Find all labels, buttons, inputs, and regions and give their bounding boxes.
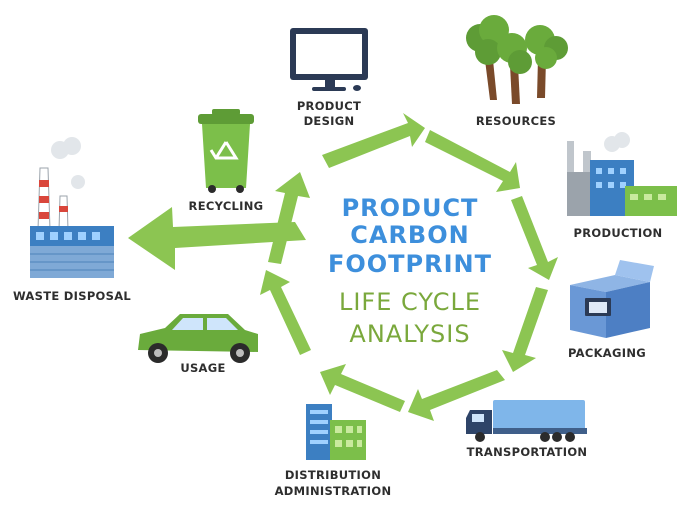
stage-product-design-label-1: PRODUCT xyxy=(297,99,361,113)
center-subtitle: LIFE CYCLE ANALYSIS xyxy=(339,288,481,348)
arrow-usage-to-recycling xyxy=(260,270,311,355)
stage-usage: USAGE xyxy=(138,314,258,375)
center-title-line-3: FOOTPRINT xyxy=(328,250,492,278)
recycling-bin-icon xyxy=(198,109,254,193)
arrow-to-waste-disposal xyxy=(128,207,306,270)
arrow-recycling-to-design xyxy=(268,172,310,264)
stage-resources-label: RESOURCES xyxy=(476,114,556,128)
center-title-line-2: CARBON xyxy=(350,221,469,249)
factory-icon xyxy=(567,132,677,216)
stage-recycling-label: RECYCLING xyxy=(189,199,264,213)
stage-transportation-label: TRANSPORTATION xyxy=(467,445,588,459)
stage-waste-disposal-label: WASTE DISPOSAL xyxy=(13,289,131,303)
computer-monitor-icon xyxy=(290,28,368,91)
stage-transportation: TRANSPORTATION xyxy=(466,400,587,459)
arrow-resources-to-production xyxy=(425,130,520,192)
trees-icon xyxy=(466,15,568,104)
stage-waste-disposal: WASTE DISPOSAL xyxy=(13,137,131,303)
box-icon xyxy=(570,260,654,338)
stage-production-label: PRODUCTION xyxy=(574,226,663,240)
arrow-transportation-to-distribution xyxy=(408,370,505,421)
stage-distribution-label-2: ADMINISTRATION xyxy=(275,484,392,498)
center-title-line-1: PRODUCT xyxy=(342,194,479,222)
cycle-arrows xyxy=(128,113,558,421)
stage-product-design: PRODUCT DESIGN xyxy=(290,28,368,128)
stage-packaging-label: PACKAGING xyxy=(568,346,646,360)
stage-recycling: RECYCLING xyxy=(189,109,264,213)
office-building-icon xyxy=(306,404,366,460)
power-plant-icon xyxy=(30,137,114,278)
stage-packaging: PACKAGING xyxy=(568,260,654,360)
stage-distribution-label-1: DISTRIBUTION xyxy=(285,468,381,482)
arrow-distribution-to-usage xyxy=(320,364,405,412)
arrow-packaging-to-transportation xyxy=(502,287,548,372)
center-subtitle-line-1: LIFE CYCLE xyxy=(339,288,481,316)
center-title: PRODUCT CARBON FOOTPRINT xyxy=(328,194,492,278)
stage-usage-label: USAGE xyxy=(180,361,225,375)
truck-icon xyxy=(466,400,587,442)
stage-resources: RESOURCES xyxy=(466,15,568,128)
stage-production: PRODUCTION xyxy=(567,132,677,240)
center-subtitle-line-2: ANALYSIS xyxy=(349,320,470,348)
stage-product-design-label-2: DESIGN xyxy=(304,114,355,128)
arrow-production-to-packaging xyxy=(511,196,558,280)
arrow-design-to-resources xyxy=(322,113,425,168)
stage-distribution: DISTRIBUTION ADMINISTRATION xyxy=(275,404,392,498)
car-icon xyxy=(138,314,258,363)
